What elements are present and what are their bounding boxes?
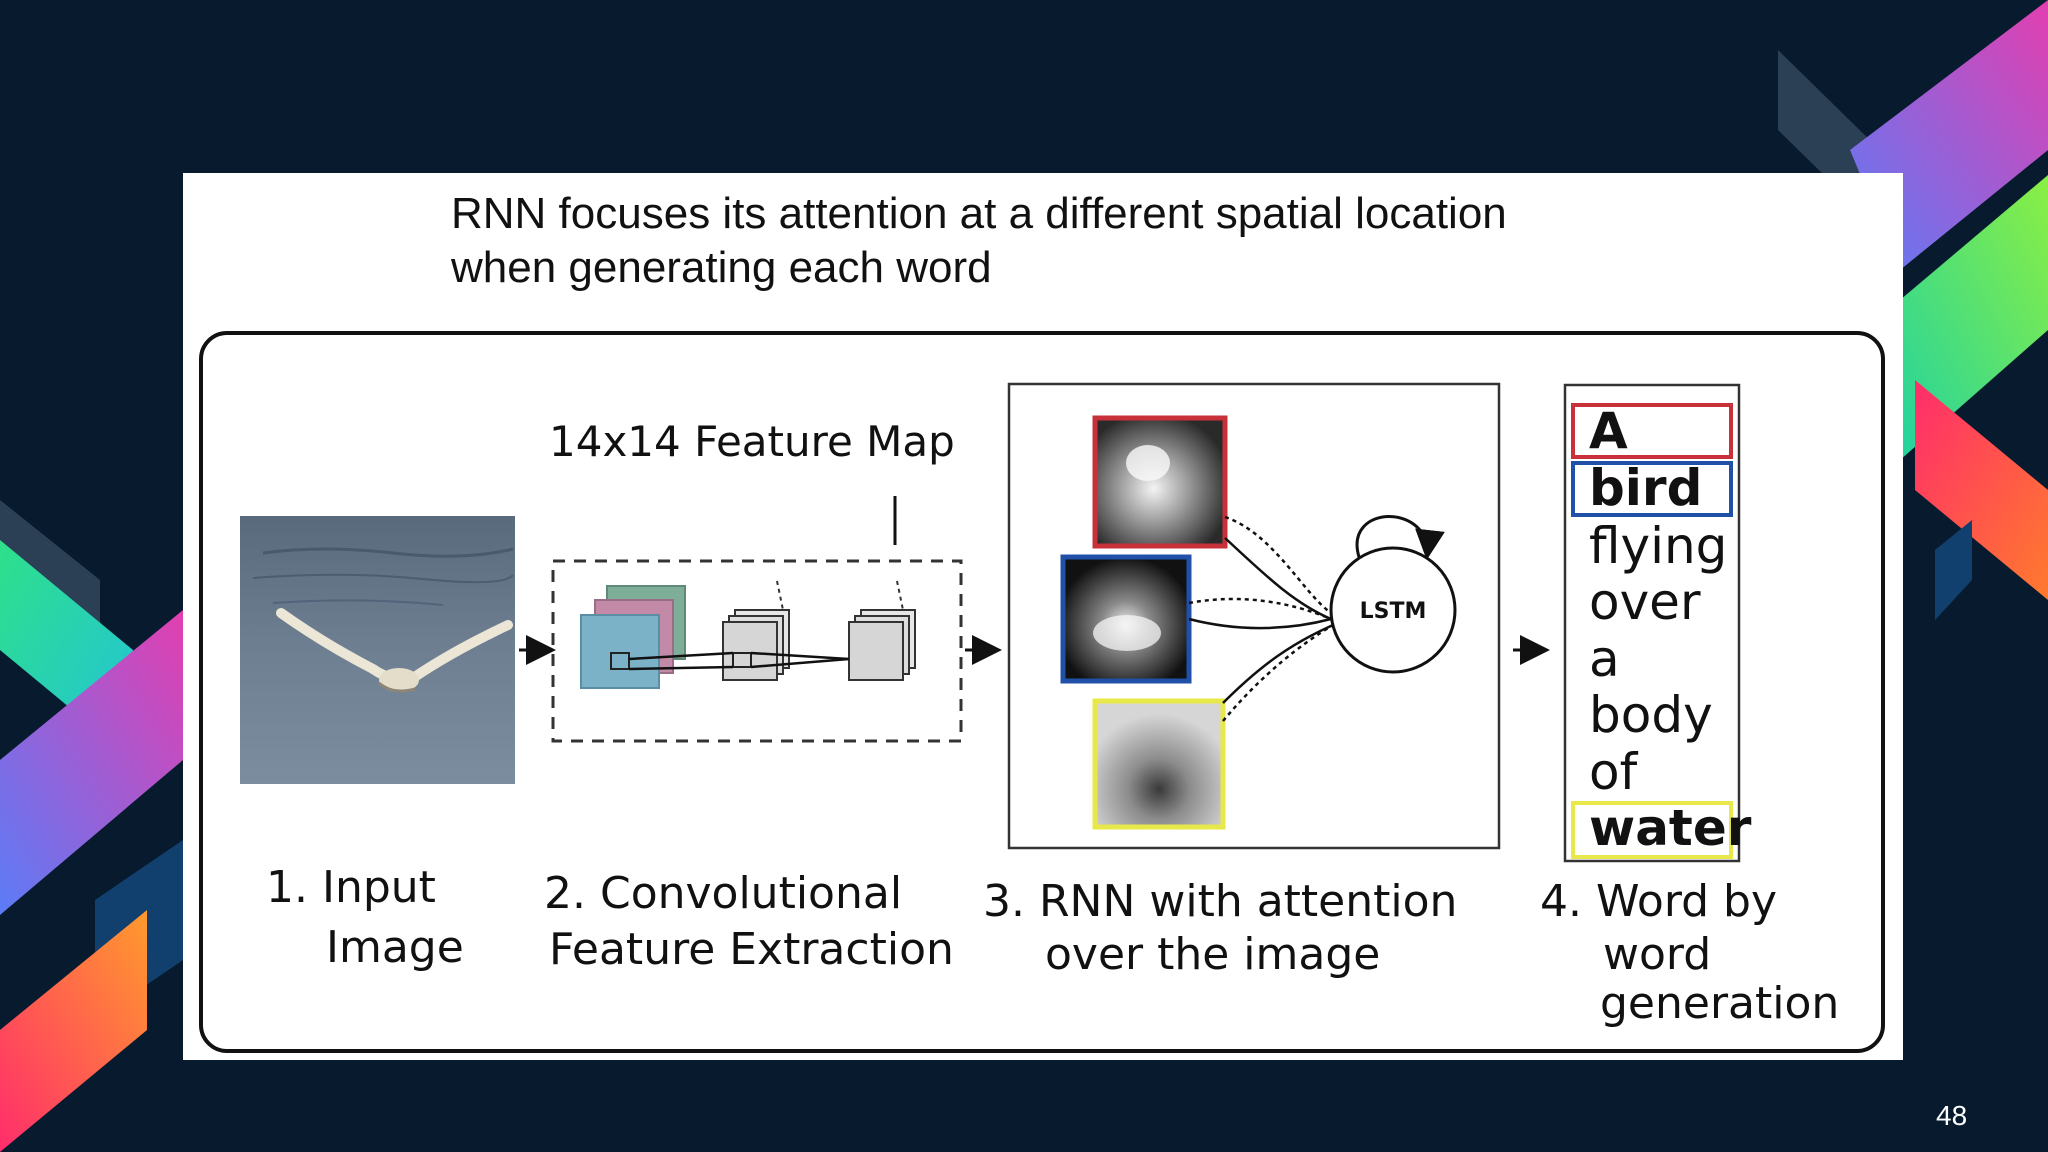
- feature-map-label: 14x14 Feature Map: [549, 417, 955, 466]
- decor-shape: [1935, 520, 1972, 620]
- page-number: 48: [1936, 1100, 1967, 1132]
- step2-label: 2. Convolutional: [544, 868, 902, 919]
- step3-label: over the image: [1045, 929, 1380, 980]
- step4-label: generation: [1600, 978, 1839, 1029]
- step1-label: Image: [326, 922, 464, 973]
- step2-label: Feature Extraction: [549, 924, 954, 975]
- step1-label: 1. Input: [266, 862, 436, 913]
- step3-label: 3. RNN with attention: [983, 876, 1457, 927]
- figure-panel: RNN focuses its attention at a different…: [183, 173, 1903, 1060]
- step4-label: 4. Word by: [1540, 876, 1777, 927]
- step-labels: 1. Input Image 2. Convolutional Feature …: [266, 862, 1839, 1029]
- attention-map-blue: [1063, 557, 1189, 681]
- word-2: bird: [1589, 459, 1702, 517]
- decor-shape: [1915, 380, 2048, 600]
- word-7: of: [1589, 743, 1639, 801]
- step4-label: word: [1603, 929, 1711, 980]
- input-image: [240, 516, 515, 784]
- word-8: water: [1589, 799, 1752, 857]
- attention-diagram: 14x14 Feature Map: [183, 173, 1903, 1060]
- conv-layer-stack: [849, 581, 915, 680]
- word-6: body: [1589, 686, 1713, 744]
- feature-map-stack: [581, 586, 685, 688]
- word-1: A: [1589, 402, 1628, 460]
- lstm-label: LSTM: [1360, 599, 1427, 624]
- attention-map-yellow: [1095, 701, 1223, 827]
- word-3: flying: [1589, 517, 1727, 575]
- decor-shape: [0, 910, 147, 1152]
- word-4: over: [1589, 573, 1701, 631]
- attention-map-red: [1095, 418, 1225, 546]
- word-5: a: [1589, 630, 1620, 688]
